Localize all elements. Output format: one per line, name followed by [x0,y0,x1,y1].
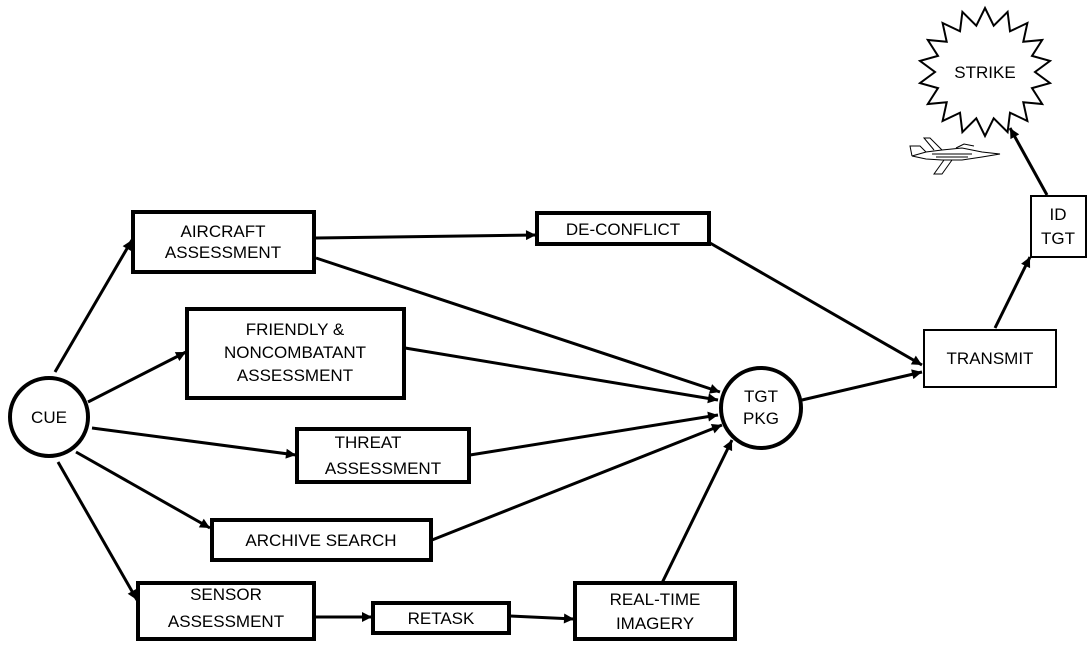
svg-text:ASSESSMENT: ASSESSMENT [237,366,353,385]
node-transmit: TRANSMIT [923,329,1057,388]
svg-text:ID: ID [1050,205,1067,224]
svg-text:STRIKE: STRIKE [954,63,1015,82]
node-retask: RETASK [371,601,511,635]
node-sensor-assessment: SENSOR ASSESSMENT [136,581,316,641]
node-cue-label: CUE [31,408,67,427]
node-friendly-assessment: FRIENDLY & NONCOMBATANT ASSESSMENT [185,307,406,400]
svg-text:ARCHIVE SEARCH: ARCHIVE SEARCH [245,531,396,550]
edge-transmit-idtgt [993,256,1032,329]
svg-text:REAL-TIME: REAL-TIME [610,590,701,609]
svg-text:FRIENDLY &: FRIENDLY & [246,320,345,339]
node-cue: CUE [8,376,90,458]
edge-aircraft-deconflict [315,230,537,241]
svg-text:TRANSMIT: TRANSMIT [947,349,1034,368]
edge-cue-friendly [87,350,187,404]
node-id-tgt: ID TGT [1030,195,1087,258]
svg-text:ASSESSMENT: ASSESSMENT [168,612,284,631]
svg-text:TGT: TGT [744,387,778,406]
svg-text:RETASK: RETASK [408,609,475,628]
svg-text:AIRCRAFT: AIRCRAFT [181,222,266,241]
edge-cue-aircraft [53,239,134,373]
edge-aircraft-tgtpkg [315,256,721,394]
svg-text:THREAT: THREAT [335,433,402,452]
svg-text:ASSESSMENT: ASSESSMENT [325,459,441,478]
edge-tgtpkg-transmit [801,369,923,402]
starburst-shape [917,5,1053,139]
edge-idtgt-strike [1008,127,1049,196]
edge-realtime-tgtpkg [660,439,734,584]
svg-text:ASSESSMENT: ASSESSMENT [165,243,281,262]
edge-cue-sensor [56,461,139,601]
node-aircraft-assessment: AIRCRAFT ASSESSMENT [131,210,316,274]
edge-retask-realtime [509,613,575,624]
node-strike: STRIKE [917,5,1053,139]
svg-text:SENSOR: SENSOR [190,585,262,604]
fighter-jet-icon [909,137,1001,175]
edges [53,127,1049,624]
svg-text:NONCOMBATANT: NONCOMBATANT [224,343,366,362]
node-tgt-pkg: TGT PKG [719,366,803,450]
node-deconflict: DE-CONFLICT [535,211,711,246]
svg-text:TGT: TGT [1041,229,1075,248]
edge-friendly-tgtpkg [404,346,719,404]
edge-cue-threat [91,426,297,459]
edge-threat-tgtpkg [469,411,719,457]
node-archive-search: ARCHIVE SEARCH [210,518,433,562]
svg-text:PKG: PKG [743,409,779,428]
edge-cue-archive [75,450,211,530]
node-realtime-imagery: REAL-TIME IMAGERY [573,581,737,641]
node-threat-assessment: THREAT ASSESSMENT [295,427,471,484]
svg-text:IMAGERY: IMAGERY [616,614,694,633]
svg-text:DE-CONFLICT: DE-CONFLICT [566,220,680,239]
edge-archive-tgtpkg [431,423,723,542]
edge-deconflict-transmit [709,241,923,367]
